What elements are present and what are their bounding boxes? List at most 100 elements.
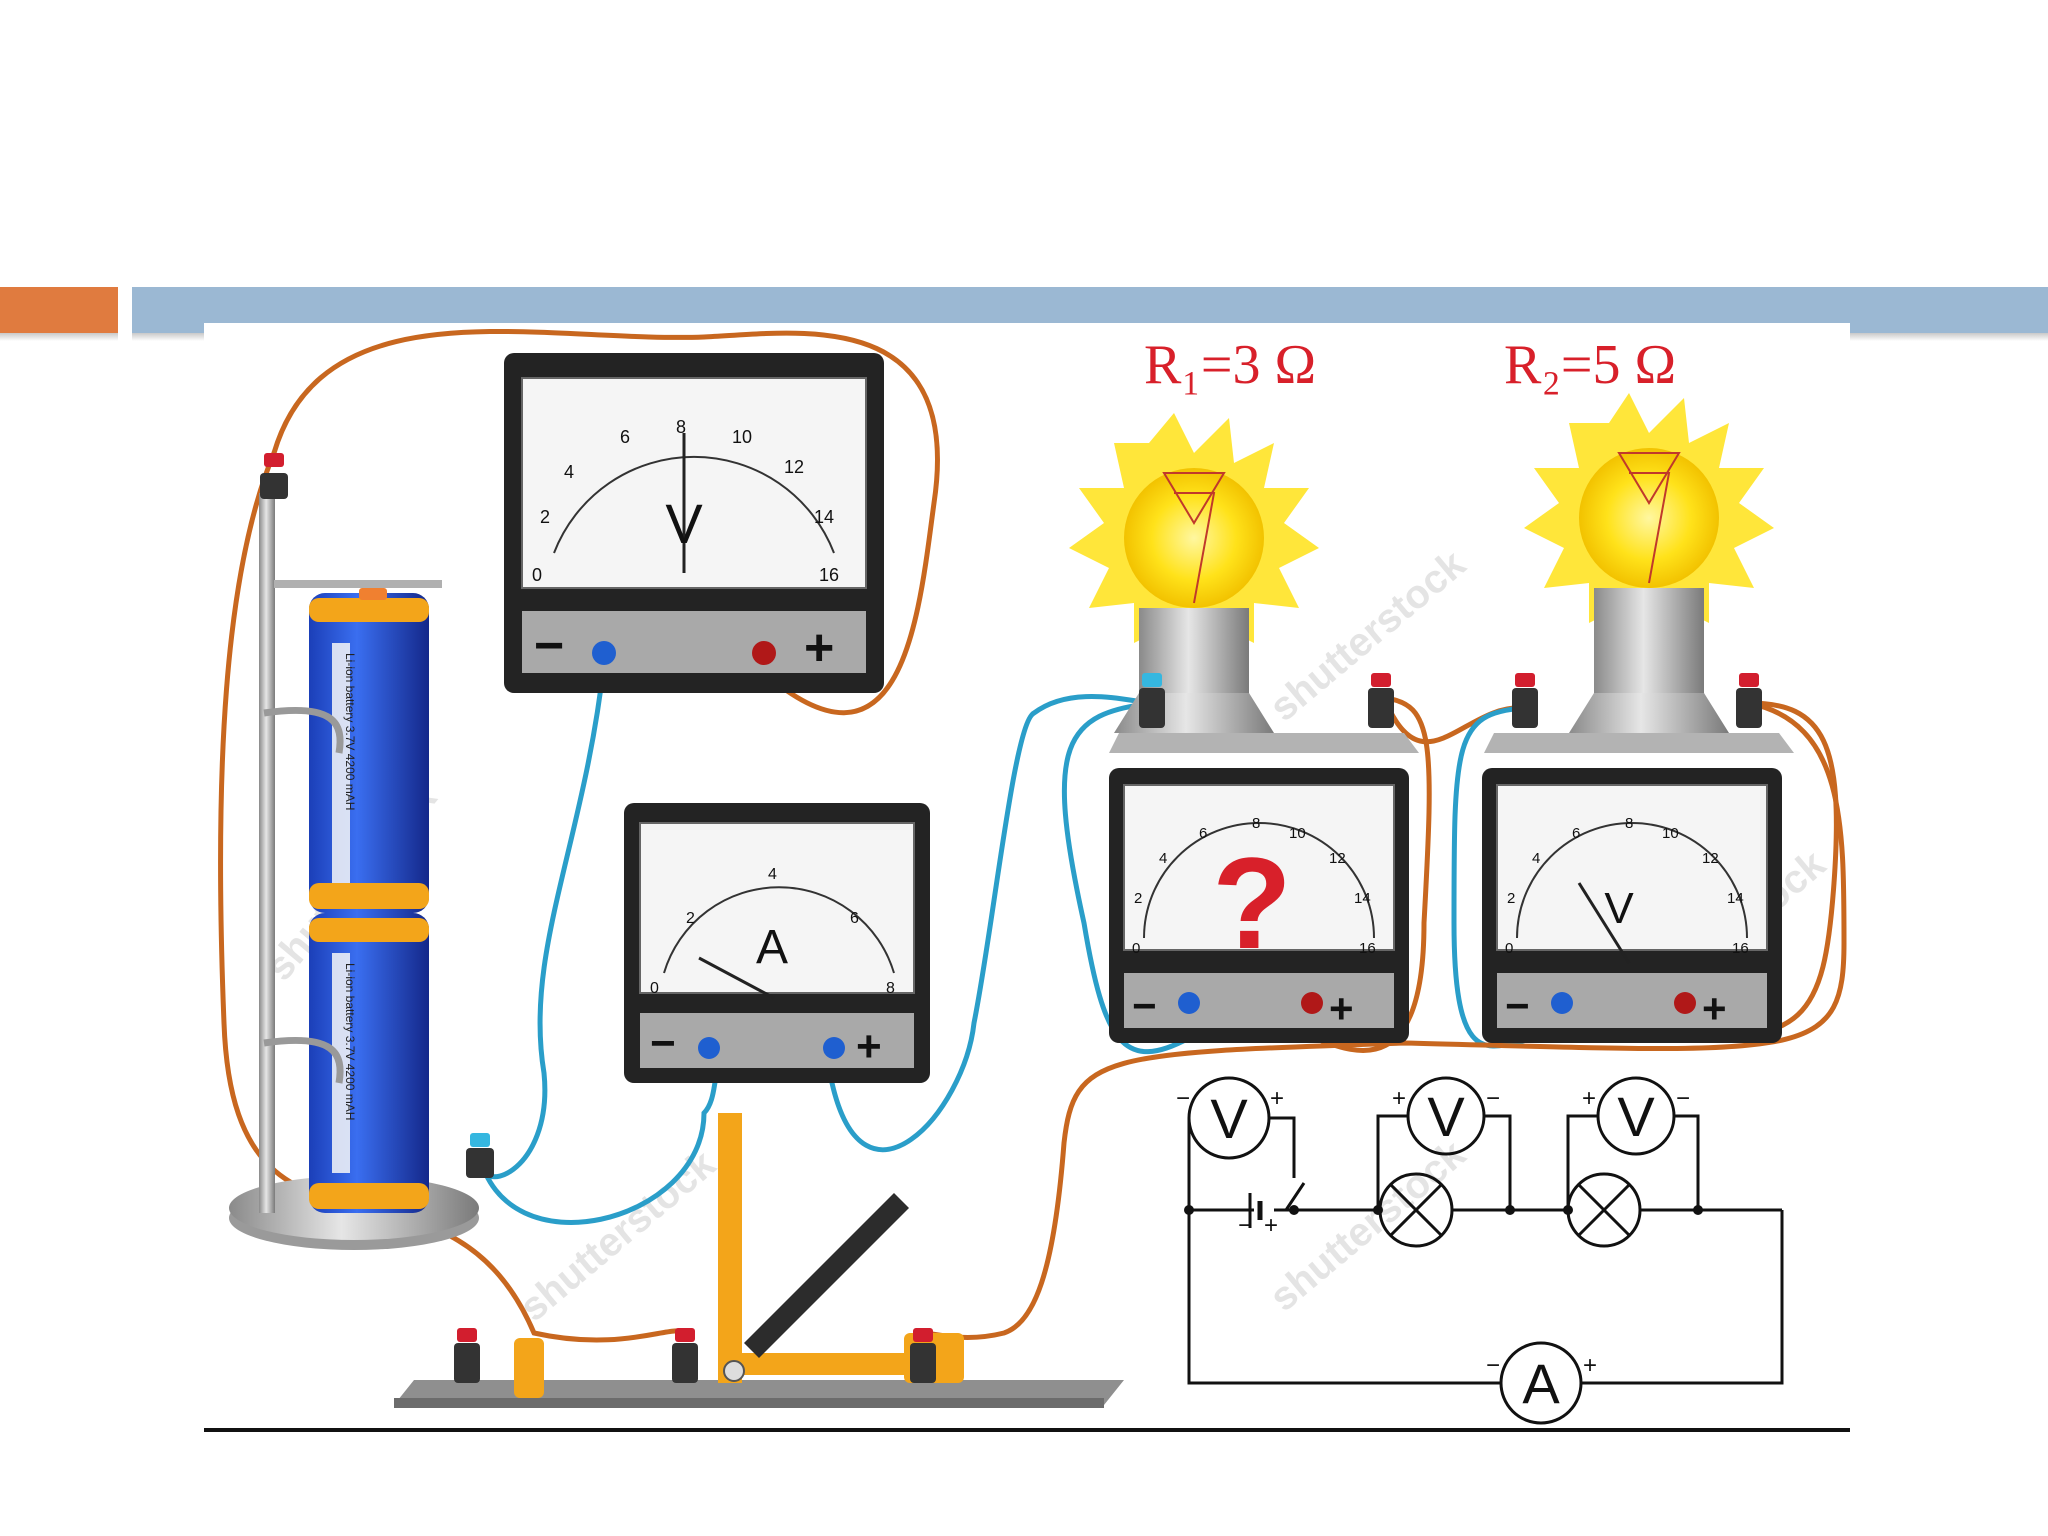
v1-scale-0: 0 [1132,940,1140,957]
schematic-v2-minus: − [1486,1085,1500,1112]
schematic-labels: V V V A − + + − + − − + − + [1176,1085,1690,1415]
am-scale-4: 4 [768,866,777,883]
wire-ammeter-to-lamp1 [829,693,1157,1153]
terminal-switch-right[interactable] [910,1328,936,1383]
v1-scale-16: 16 [1359,940,1376,957]
schematic-battery-plus: + [1264,1212,1278,1239]
v1-scale-12: 12 [1329,850,1346,867]
v1-scale-10: 10 [1289,825,1306,842]
schematic-battery-minus: − [1238,1212,1252,1239]
terminal-switch-middle[interactable] [672,1328,698,1383]
terminal-lamp-r1-right[interactable] [1368,673,1394,728]
wire-lamp2-to-switch [921,700,1847,1340]
voltmeter-top: V 0 2 4 6 8 10 12 14 16 − + [504,353,884,693]
v2-scale-6: 6 [1572,825,1580,842]
am-scale-2: 2 [686,910,695,927]
terminal-lamp-r2-right[interactable] [1736,673,1762,728]
v2-scale-16: 16 [1732,940,1749,957]
vt-scale-14: 14 [814,507,834,527]
schematic-v3-symbol: V [1617,1085,1655,1148]
voltmeter-r2-minus: − [1505,982,1530,1029]
wires [218,329,1847,1343]
ammeter-minus: − [650,1019,676,1068]
voltmeter-r2-scale: 0 2 4 6 8 10 12 14 16 [1505,815,1749,957]
wire-lamp1-to-voltmeter1-plus [1311,695,1432,1053]
ammeter-scale: 0 2 4 6 8 [650,866,895,997]
terminal-voltmeter-r2-plus[interactable] [1674,992,1696,1014]
v2-scale-2: 2 [1507,890,1515,907]
schematic-v3-plus: + [1582,1085,1596,1112]
vt-scale-0: 0 [532,565,542,585]
ammeter-plus: + [856,1022,882,1071]
terminal-switch-left[interactable] [454,1328,480,1383]
title-accent-bar [0,287,118,333]
v2-scale-14: 14 [1727,890,1744,907]
v1-scale-14: 14 [1354,890,1371,907]
wire-battery-to-switch [218,450,687,1343]
needle-voltmeter-r2 [1577,882,1631,964]
battery-cells: Li-ion battery 3.7V 4200 mAH Li-ion batt… [263,588,429,1213]
voltmeter-r1-minus: − [1132,982,1157,1029]
vt-scale-2: 2 [540,507,550,527]
v2-scale-4: 4 [1532,850,1540,867]
r1-label: R₁=3 Ω [1144,334,1316,396]
am-scale-6: 6 [850,910,859,927]
circuit-svg: shutterstock shutterstock shutterstock s… [204,329,1850,1432]
schematic-v1-symbol: V [1210,1087,1248,1150]
schematic-v3-minus: − [1676,1085,1690,1112]
vt-scale-16: 16 [819,565,839,585]
terminal-battery-bottom[interactable] [466,1133,494,1178]
accent-bar-shadow [0,333,118,341]
terminal-voltmeter-r1-minus[interactable] [1178,992,1200,1014]
terminal-lamp-r2-left[interactable] [1512,673,1538,728]
schematic-ammeter-plus: + [1583,1352,1597,1379]
v2-scale-12: 12 [1702,850,1719,867]
voltmeter-r2-plus: + [1702,985,1727,1032]
watermark-3: shutterstock [1262,541,1475,729]
battery-label-1: Li-ion battery 3.7V 4200 mAH [343,653,357,810]
watermark-2: shutterstock [512,1141,725,1329]
schematic-v1-minus: − [1176,1085,1190,1112]
battery-label-2: Li-ion battery 3.7V 4200 mAH [343,963,357,1120]
knife-switch [394,1113,1124,1408]
terminal-voltmeter-top-minus[interactable] [592,641,616,665]
voltmeter-top-scale: 0 2 4 6 8 10 12 14 16 [532,417,839,585]
vt-scale-12: 12 [784,457,804,477]
r2-label: R₂=5 Ω [1504,334,1676,396]
v1-scale-6: 6 [1199,825,1207,842]
schematic-ammeter-minus: − [1486,1352,1500,1379]
terminal-voltmeter-r1-plus[interactable] [1301,992,1323,1014]
vt-scale-10: 10 [732,427,752,447]
circuit-schematic [1187,1076,1784,1425]
voltmeter-top-plus: + [804,619,834,677]
voltmeter-r1-plus: + [1329,985,1354,1032]
ammeter: A 0 2 4 6 8 − + [624,803,930,1083]
am-scale-8: 8 [886,980,895,997]
v2-scale-0: 0 [1505,940,1513,957]
schematic-v2-plus: + [1392,1085,1406,1112]
voltmeter-top-minus: − [534,617,564,675]
terminal-voltmeter-r2-minus[interactable] [1551,992,1573,1014]
wire-lamp1-to-voltmeter1 [1061,700,1192,1055]
terminal-ammeter-plus[interactable] [823,1037,845,1059]
am-scale-0: 0 [650,980,659,997]
wire-battery-to-ammeter [476,1075,719,1225]
voltmeter-r2-symbol: V [1604,884,1634,933]
v1-scale-2: 2 [1134,890,1142,907]
ammeter-symbol: A [756,921,788,974]
terminal-battery-top[interactable] [260,453,288,499]
terminal-lamp-r1-left[interactable] [1139,673,1165,728]
v2-scale-10: 10 [1662,825,1679,842]
wire-voltmeter-minus-to-battery [476,660,607,1180]
circuit-illustration: shutterstock shutterstock shutterstock s… [204,323,1850,1433]
terminal-voltmeter-top-plus[interactable] [752,641,776,665]
schematic-v1-plus: + [1270,1085,1284,1112]
voltmeter-r2: V 0 2 4 6 8 10 12 14 16 − + [1482,768,1782,1043]
lamp-r2: R₂=5 Ω [1484,334,1794,753]
schematic-junctions [1184,1205,1703,1215]
terminal-ammeter-minus[interactable] [698,1037,720,1059]
voltmeter-r1: 0 2 4 6 8 10 12 14 16 ? − + [1109,768,1409,1043]
voltmeter-top-symbol: V [665,492,703,555]
schematic-a-symbol: A [1522,1352,1560,1415]
needle-ammeter [698,956,775,1000]
